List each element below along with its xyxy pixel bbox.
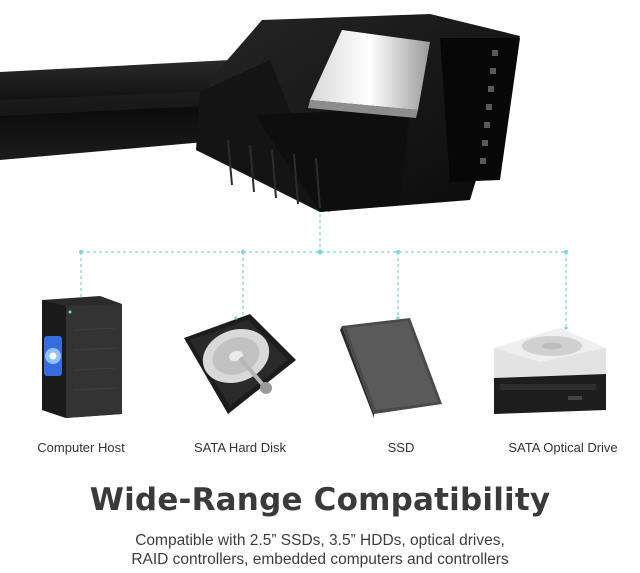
sata-cable-illustration: [0, 14, 520, 212]
port-pins: [480, 50, 498, 164]
device-label-hard-disk: SATA Hard Disk: [194, 440, 286, 455]
sata-connector: [196, 14, 520, 212]
headline: Wide-Range Compatibility: [89, 482, 551, 518]
description-line-1: Compatible with 2.5” SSDs, 3.5” HDDs, op…: [135, 532, 505, 549]
connector-lines: [79, 214, 568, 326]
device-label-ssd: SSD: [387, 440, 415, 455]
device-label-computer-host: Computer Host: [37, 440, 125, 455]
computer-tower-icon: [42, 296, 122, 418]
connector-grip-ribs: [227, 139, 321, 209]
optical-drive-icon: [494, 326, 606, 414]
device-label-optical-drive: SATA Optical Drive: [508, 440, 618, 455]
hard-disk-icon: [184, 314, 296, 414]
description-line-2: RAID controllers, embedded computers and…: [131, 551, 509, 568]
flat-cable: [0, 60, 250, 160]
metal-latch-clip: [308, 30, 430, 118]
ssd-icon: [340, 316, 442, 418]
